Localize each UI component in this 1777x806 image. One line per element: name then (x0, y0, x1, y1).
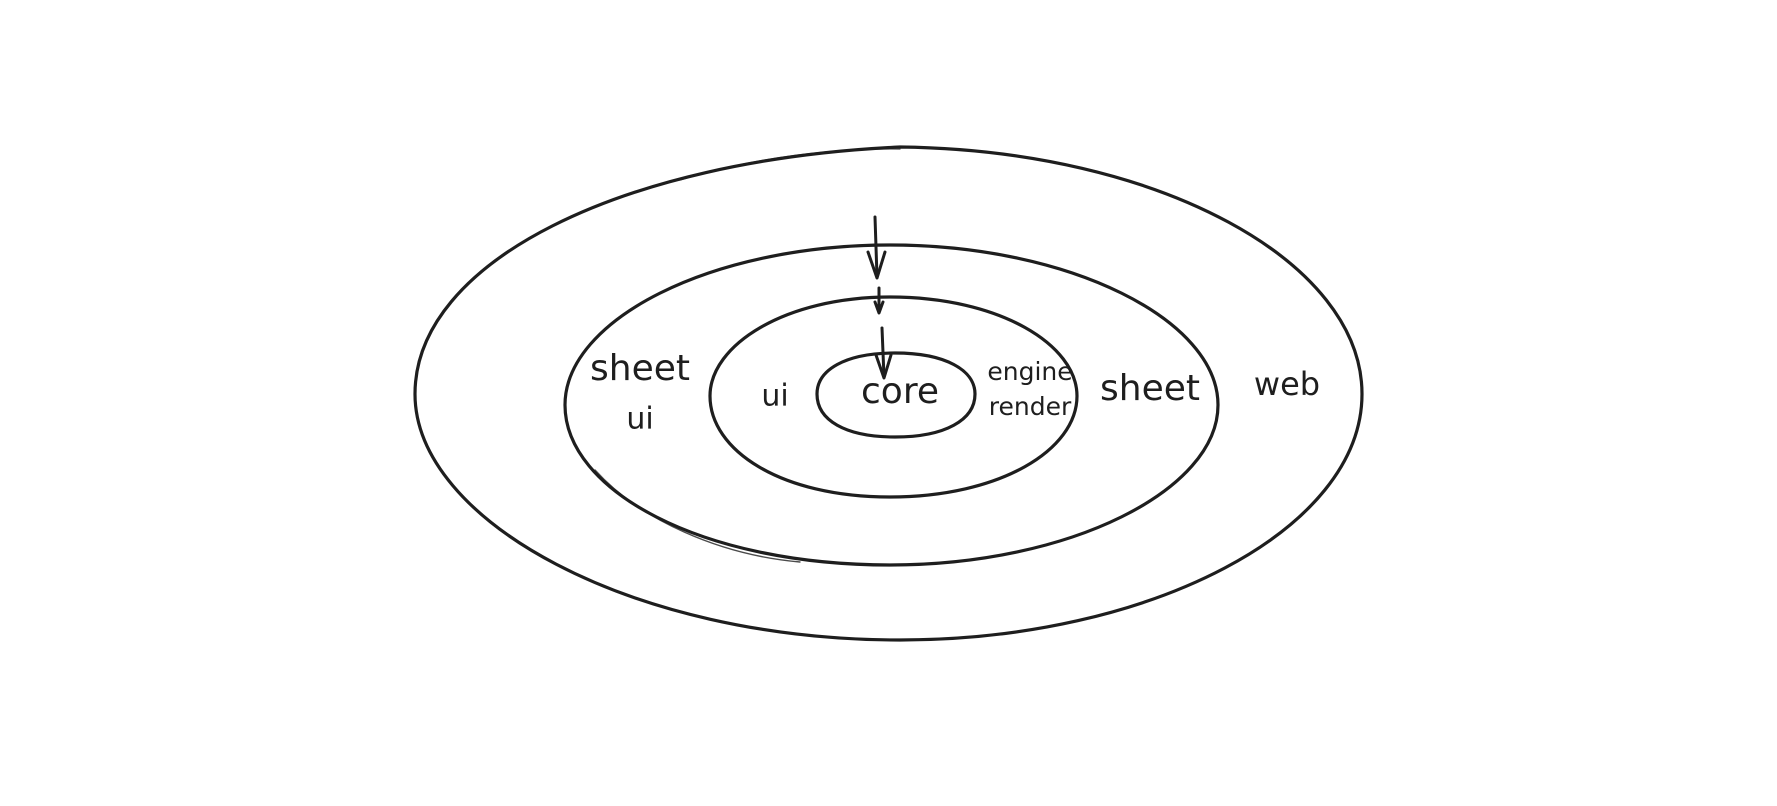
sheet-layer (563, 243, 1220, 567)
label-engine: engine (987, 357, 1072, 386)
label-core: core (861, 371, 939, 412)
label-sheet-left: sheet (590, 348, 690, 389)
label-render: render (989, 392, 1072, 421)
core-layer (815, 351, 977, 439)
arrow-web-to-sheet (866, 215, 887, 280)
label-sheet-right: sheet (1100, 368, 1200, 409)
inner-layer (708, 295, 1079, 499)
label-sheet-left-ui: ui (626, 402, 653, 437)
label-ui: ui (761, 379, 788, 414)
web-layer (413, 145, 1364, 642)
arrow-sheet-to-inner (873, 286, 885, 315)
label-web: web (1254, 365, 1320, 403)
arrow-inner-to-core (874, 326, 893, 380)
